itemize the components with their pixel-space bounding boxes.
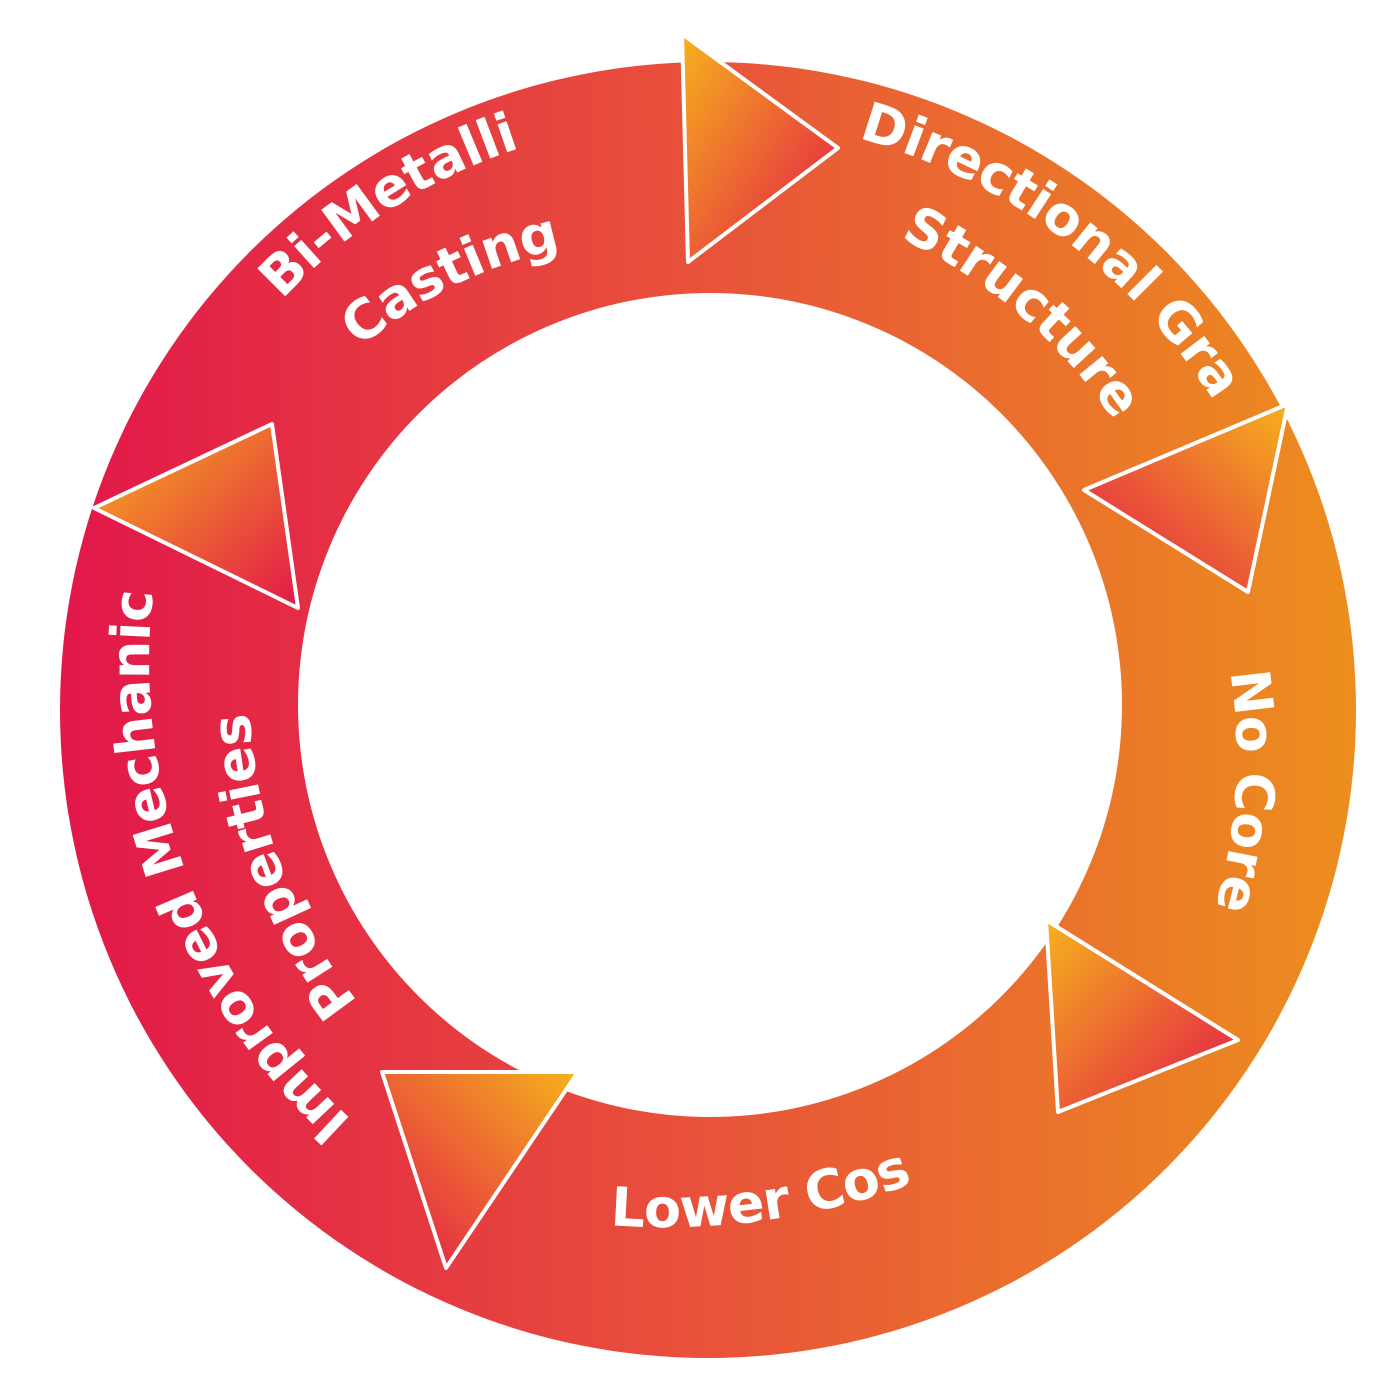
arrow-head-left <box>92 422 300 610</box>
arrow-head-right-upper <box>1082 402 1290 594</box>
ring-band <box>60 62 1356 1358</box>
ring <box>60 62 1356 1358</box>
arrow-head-bottom <box>380 1070 580 1270</box>
arrow-head-right-lower <box>1044 918 1240 1114</box>
arrow-head-top <box>680 32 840 264</box>
arrow-heads <box>92 32 1290 1270</box>
